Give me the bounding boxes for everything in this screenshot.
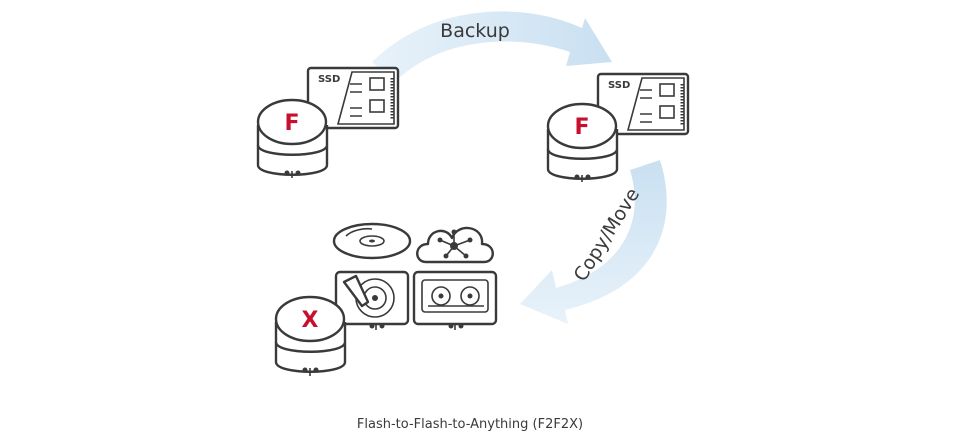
target-ssd-label: SSD — [608, 80, 630, 91]
destination-disk-icon: X — [274, 295, 347, 376]
source-flash-disk-icon: F — [256, 98, 329, 178]
destination-disk-letter: X — [302, 308, 319, 333]
source-ssd-label: SSD — [318, 74, 340, 85]
hard-disk-icon — [334, 270, 410, 330]
target-flash-disk-icon: F — [546, 102, 619, 182]
cloud-icon — [416, 226, 494, 264]
source-node: SSD F — [256, 66, 400, 178]
source-ssd-icon: SSD — [306, 66, 400, 130]
backup-label: Backup — [440, 20, 510, 42]
target-disk-letter: F — [574, 115, 589, 140]
diagram-caption: Flash-to-Flash-to-Anything (F2F2X) — [357, 417, 583, 432]
target-ssd-icon: SSD — [596, 72, 690, 136]
tape-drive-icon — [412, 270, 498, 330]
backup-arrow: Backup — [372, 11, 612, 82]
destination-node: X — [274, 222, 498, 376]
source-disk-letter: F — [284, 111, 299, 136]
optical-disc-icon — [332, 222, 412, 260]
target-node: SSD F — [546, 72, 690, 182]
copy-move-arrow: Copy/Move — [520, 160, 667, 324]
